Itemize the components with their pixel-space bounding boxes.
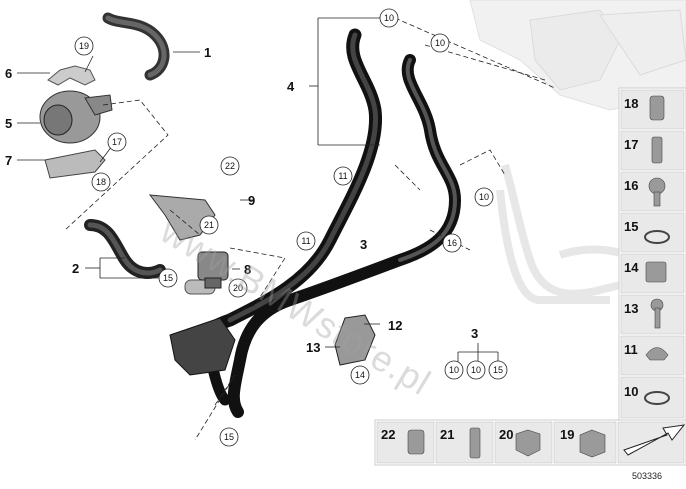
callout-13: 13 [306, 340, 320, 355]
ref-17: 17 [112, 137, 122, 147]
ref-16: 16 [447, 238, 457, 248]
ref-21: 21 [204, 220, 214, 230]
bottom-part-label: 19 [560, 427, 575, 442]
bracket-part-7 [44, 149, 106, 179]
bottom-part-label: 20 [499, 427, 514, 442]
ref-20: 20 [233, 283, 243, 293]
ref-15: 15 [163, 273, 173, 283]
parts-side-panel [618, 87, 686, 421]
parts-bottom-panel [374, 419, 686, 466]
document-number: 503336 [632, 471, 663, 481]
side-part-label: 18 [624, 96, 639, 111]
side-part-label: 14 [624, 260, 639, 275]
ref-18: 18 [96, 177, 106, 187]
callout-6: 6 [5, 66, 12, 81]
bottom-part-label: 21 [440, 427, 455, 442]
bottom-part-label: 22 [381, 427, 396, 442]
callout-4: 4 [287, 79, 295, 94]
engine-background [469, 0, 686, 111]
leader-lines [17, 17, 556, 441]
ref-10: 10 [449, 365, 459, 375]
callout-12: 12 [388, 318, 402, 333]
ref-15: 15 [493, 365, 503, 375]
ref-22: 22 [225, 161, 235, 171]
ref-11: 11 [301, 236, 310, 246]
ref-15: 15 [224, 432, 234, 442]
side-part-label: 16 [624, 178, 639, 193]
ref-10: 10 [471, 365, 481, 375]
ref-19: 19 [79, 41, 89, 51]
valve-part-8 [197, 251, 229, 289]
ref-10: 10 [384, 13, 394, 23]
bracket-part-6 [47, 65, 96, 86]
callout-3: 3 [360, 237, 367, 252]
callout-5: 5 [5, 116, 12, 131]
circle-markers [74, 8, 508, 447]
side-part-label: 17 [624, 137, 639, 152]
callout-3: 3 [471, 326, 478, 341]
bracket-part-12 [334, 314, 376, 366]
ref-10: 10 [435, 38, 445, 48]
side-part-label: 10 [624, 384, 639, 399]
callout-2: 2 [72, 261, 79, 276]
callout-8: 8 [244, 262, 251, 277]
hose-part-1 [102, 12, 170, 81]
callout-9: 9 [248, 193, 255, 208]
ref-10: 10 [479, 192, 489, 202]
pump-part-5 [39, 90, 113, 144]
side-part-label: 13 [624, 301, 639, 316]
callout-1: 1 [204, 45, 211, 60]
side-part-label: 11 [624, 342, 638, 357]
arrow-icon [623, 424, 686, 456]
ref-14: 14 [355, 370, 365, 380]
callout-7: 7 [5, 153, 12, 168]
ref-11: 11 [338, 171, 347, 181]
bracket-part-9 [148, 194, 216, 241]
side-part-label: 15 [624, 219, 639, 234]
valve-assembly [169, 317, 236, 376]
